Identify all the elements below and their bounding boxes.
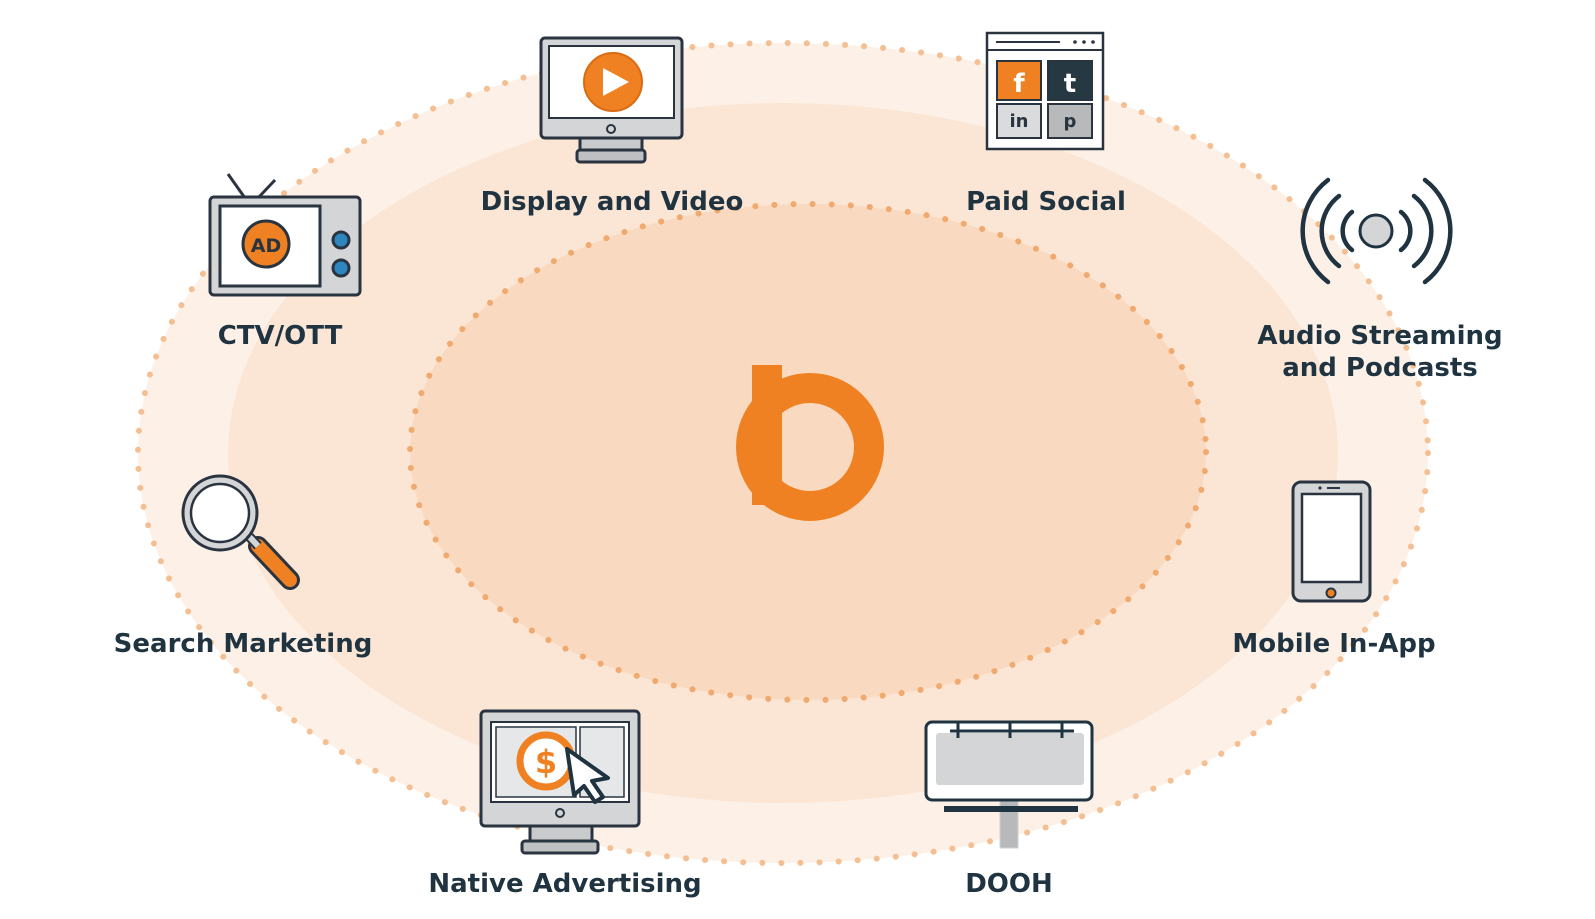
label-paid-social: Paid Social: [966, 186, 1126, 218]
outer-ring-dotted: [135, 40, 1431, 866]
label-dooh: DOOH: [965, 868, 1053, 900]
label-native-advertising: Native Advertising: [428, 868, 701, 900]
brand-b-logo: [736, 365, 884, 521]
label-dooh-text: DOOH: [965, 869, 1053, 899]
social-grid-icon: [985, 31, 1105, 151]
ad-badge-text: AD: [251, 235, 281, 257]
label-audio-streaming: Audio Streaming and Podcasts: [1257, 320, 1502, 384]
label-ctv-ott: CTV/OTT: [218, 320, 343, 352]
label-mobile-in-app: Mobile In-App: [1232, 628, 1435, 660]
linkedin-tile-letter: in: [1010, 111, 1029, 132]
magnifier-icon: [181, 474, 300, 590]
broadcast-center-dot: [1358, 213, 1394, 249]
label-native-advertising-text: Native Advertising: [428, 869, 702, 899]
billboard-icon: [924, 720, 1094, 849]
inner-ring: [410, 204, 1206, 700]
monitor-play-icon: [539, 36, 684, 164]
label-mobile-in-app-text: Mobile In-App: [1232, 629, 1436, 659]
label-paid-social-text: Paid Social: [966, 187, 1126, 217]
broadcast-icon: [1300, 177, 1453, 285]
label-display-and-video-text: Display and Video: [480, 187, 744, 217]
label-audio-line2: and Podcasts: [1282, 353, 1478, 383]
inner-ring-dotted: [407, 201, 1209, 703]
label-ctv-ott-text: CTV/OTT: [217, 321, 343, 351]
label-search-marketing-text: Search Marketing: [113, 629, 373, 659]
label-audio-line1: Audio Streaming: [1257, 321, 1503, 351]
label-display-and-video: Display and Video: [481, 186, 744, 218]
dollar-symbol: $: [535, 743, 557, 781]
tablet-icon: [1291, 480, 1372, 603]
tv-ad-icon: [208, 173, 362, 297]
facebook-tile-letter: f: [1013, 69, 1025, 99]
tumblr-tile-letter: t: [1064, 69, 1076, 99]
pinterest-tile-letter: p: [1064, 111, 1077, 132]
monitor-dollar-cursor-icon: [479, 709, 641, 855]
label-search-marketing: Search Marketing: [114, 628, 373, 660]
